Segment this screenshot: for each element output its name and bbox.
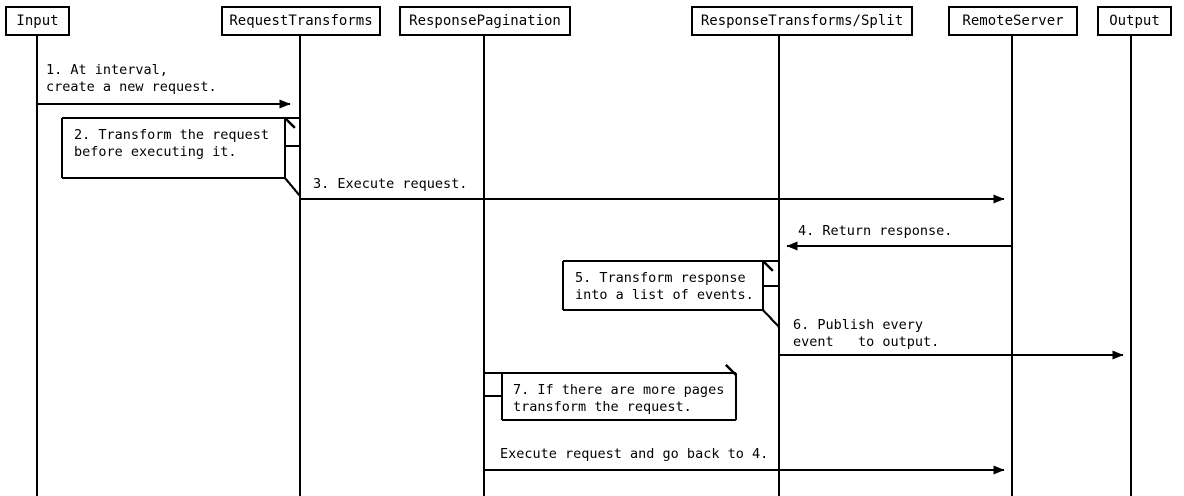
participant-box-output[interactable]: Output [1097,6,1172,36]
participant-box-response-transforms-split[interactable]: ResponseTransforms/Split [691,6,913,36]
message-label-8: Execute request and go back to 4. [500,446,769,462]
message-label-4: 4. Return response. [798,223,953,239]
participant-label: ResponseTransforms/Split [700,13,904,29]
message-arrow-7 [484,364,738,422]
participant-box-response-pagination[interactable]: ResponsePagination [399,6,571,36]
participant-label: ResponsePagination [409,13,561,29]
message-label-1: 1. At interval, create a new request. [46,62,217,95]
message-label-3: 3. Execute request. [313,176,468,192]
message-label-5: 5. Transform response into a list of eve… [575,270,754,303]
message-arrow-5 [561,259,780,328]
message-arrow-2 [60,116,301,197]
message-label-2: 2. Transform the request before executin… [74,127,270,160]
participant-label: Output [1109,13,1160,29]
message-label-7: 7. If there are more pages transform the… [513,382,725,415]
participant-label: RequestTransforms [229,13,373,29]
participant-label: Input [16,13,59,29]
participant-box-request-transforms[interactable]: RequestTransforms [221,6,381,36]
participant-label: RemoteServer [962,13,1064,29]
participant-box-remote-server[interactable]: RemoteServer [948,6,1078,36]
message-label-6: 6. Publish every event to output. [793,317,940,350]
participant-box-input[interactable]: Input [5,6,70,36]
